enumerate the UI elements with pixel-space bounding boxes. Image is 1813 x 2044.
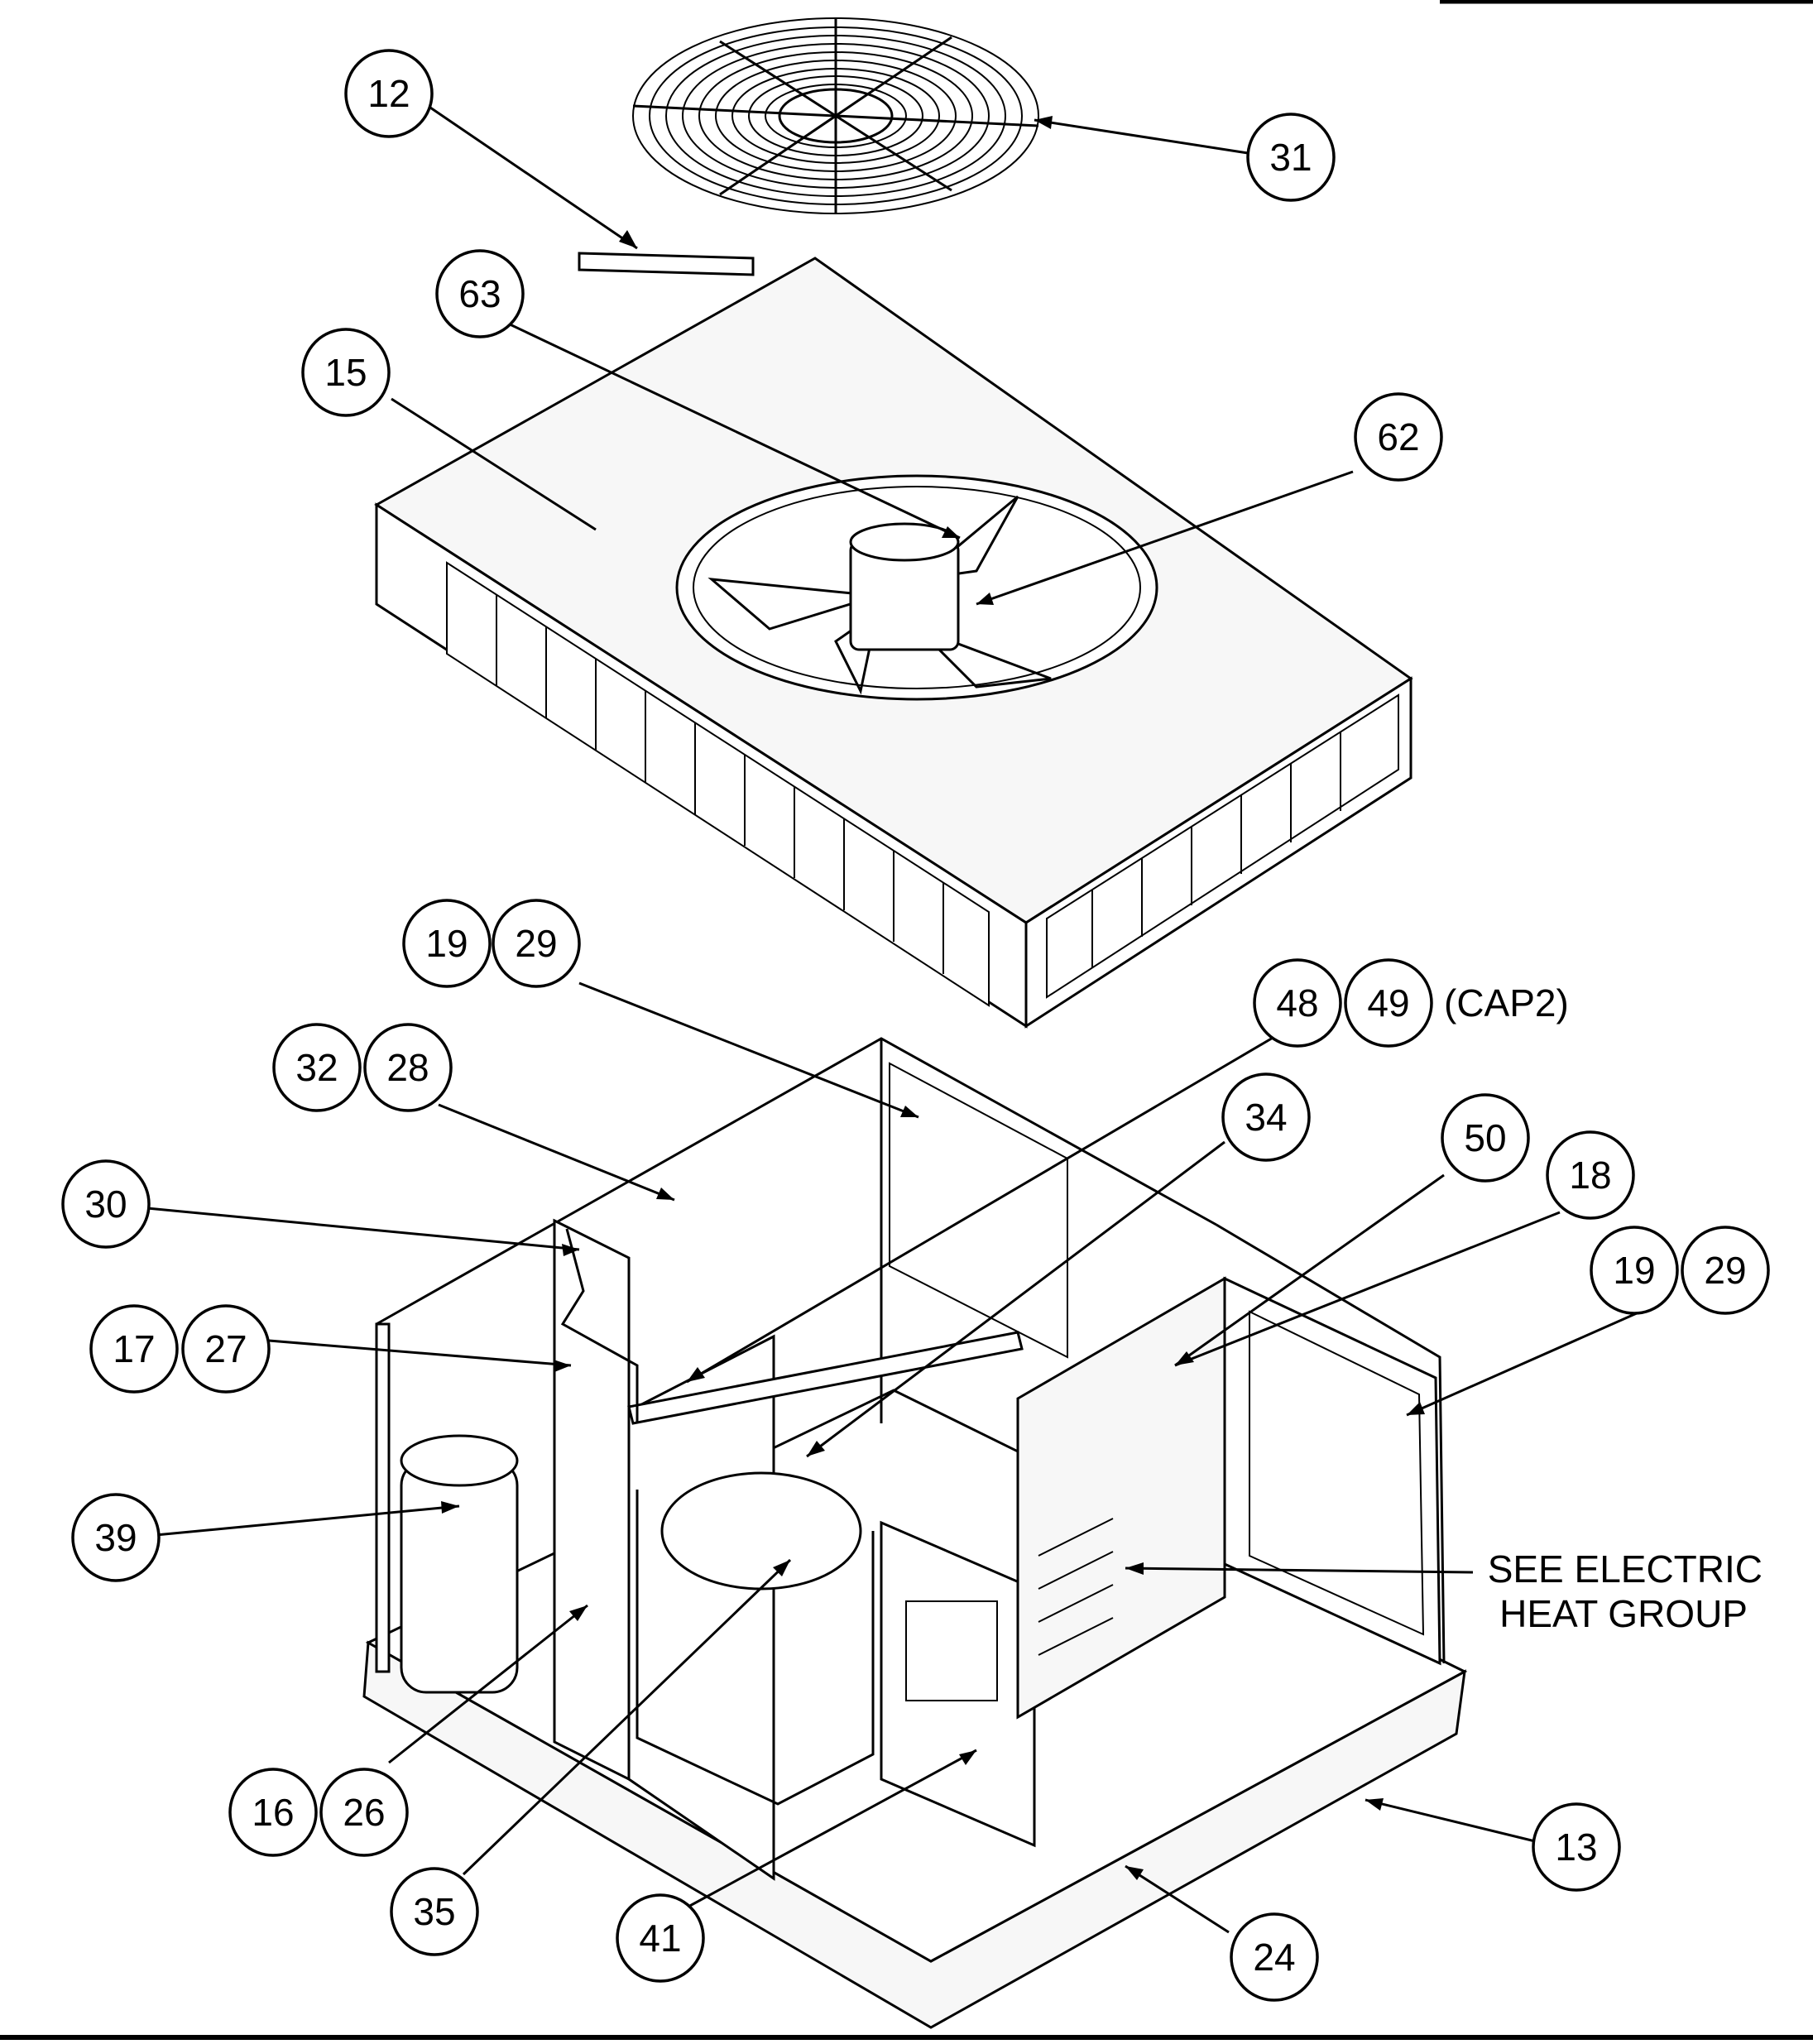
callout-48-label: 48 [1276, 981, 1318, 1024]
callout-62-label: 62 [1377, 415, 1419, 458]
callout-19a[interactable]: 19 [402, 899, 492, 988]
callout-28-label: 28 [386, 1046, 429, 1089]
callout-32[interactable]: 32 [272, 1023, 362, 1112]
callout-41[interactable]: 41 [616, 1893, 705, 1983]
callout-29b[interactable]: 29 [1681, 1226, 1770, 1315]
callout-13-label: 13 [1555, 1826, 1597, 1869]
callout-24-label: 24 [1253, 1936, 1295, 1979]
callout-17-label: 17 [113, 1327, 155, 1370]
callout-39-label: 39 [94, 1516, 137, 1559]
callout-26[interactable]: 26 [319, 1768, 409, 1857]
callout-31-label: 31 [1269, 136, 1312, 179]
callout-18[interactable]: 18 [1546, 1130, 1635, 1220]
callout-12[interactable]: 12 [344, 49, 434, 138]
callout-34[interactable]: 34 [1221, 1072, 1311, 1162]
callout-27[interactable]: 27 [181, 1304, 271, 1394]
callout-17[interactable]: 17 [89, 1304, 179, 1394]
callout-50-label: 50 [1464, 1116, 1506, 1159]
callout-49[interactable]: 49 [1344, 958, 1433, 1048]
callout-26-label: 26 [343, 1791, 385, 1834]
part-12-bar [578, 252, 755, 276]
callouts: 12 31 63 15 62 19 29 48 49 32 28 34 50 1… [61, 49, 1770, 2002]
callout-29a[interactable]: 29 [492, 899, 581, 988]
callout-30[interactable]: 30 [61, 1159, 151, 1249]
electric-heat-line1: SEE ELECTRIC [1488, 1547, 1763, 1591]
callout-29b-label: 29 [1704, 1249, 1746, 1292]
callout-15[interactable]: 15 [301, 328, 391, 417]
callout-48[interactable]: 48 [1253, 958, 1342, 1048]
callout-28[interactable]: 28 [363, 1023, 453, 1112]
callout-27-label: 27 [204, 1327, 247, 1370]
callout-16[interactable]: 16 [228, 1768, 318, 1857]
callout-49-label: 49 [1367, 981, 1409, 1024]
arrowheads [441, 116, 1425, 1880]
callout-41-label: 41 [639, 1917, 681, 1960]
callout-19b-label: 19 [1613, 1249, 1655, 1292]
callout-31[interactable]: 31 [1246, 113, 1336, 202]
callout-30-label: 30 [84, 1183, 127, 1226]
callout-50[interactable]: 50 [1441, 1093, 1530, 1183]
callout-29a-label: 29 [515, 922, 557, 965]
callout-16-label: 16 [252, 1791, 294, 1834]
fan-guard [632, 17, 1039, 214]
callout-19b[interactable]: 19 [1590, 1226, 1679, 1315]
callout-39[interactable]: 39 [71, 1493, 161, 1582]
top-cover [374, 257, 1413, 1029]
leader-lines [146, 106, 1660, 1934]
callout-35[interactable]: 35 [390, 1867, 479, 1956]
callout-62[interactable]: 62 [1354, 392, 1443, 482]
callout-35-label: 35 [413, 1890, 455, 1933]
callout-24[interactable]: 24 [1230, 1912, 1319, 2002]
callout-18-label: 18 [1569, 1154, 1611, 1197]
callout-12-label: 12 [367, 72, 410, 115]
electric-heat-line2: HEAT GROUP [1499, 1592, 1748, 1635]
callout-63[interactable]: 63 [435, 249, 525, 338]
callout-13[interactable]: 13 [1532, 1802, 1621, 1892]
cap2-annotation: (CAP2) [1444, 981, 1569, 1024]
callout-15-label: 15 [324, 351, 367, 394]
callout-32-label: 32 [295, 1046, 338, 1089]
callout-19a-label: 19 [425, 922, 468, 965]
callout-34-label: 34 [1245, 1096, 1287, 1139]
base-unit [362, 1037, 1468, 2029]
callout-63-label: 63 [458, 272, 501, 315]
